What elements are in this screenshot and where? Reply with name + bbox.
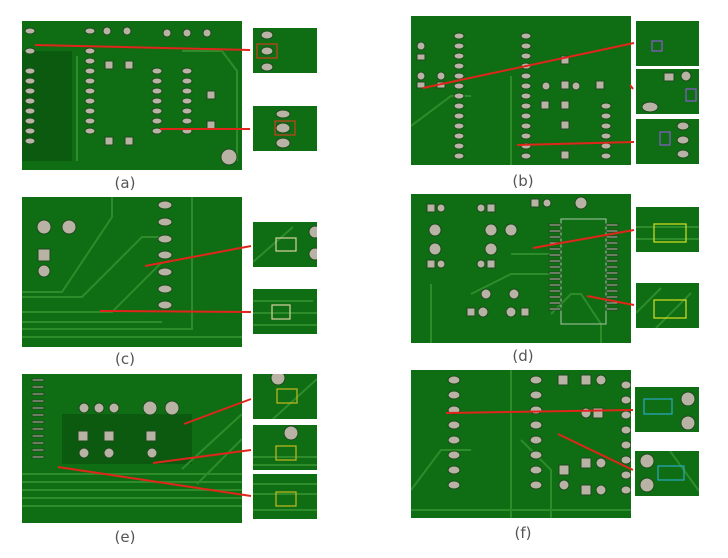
pcb-image-d [411, 194, 631, 343]
defect-box [653, 299, 687, 319]
defect-box [275, 491, 297, 507]
inset-d-1 [636, 207, 699, 252]
connector-pins [31, 378, 45, 459]
inset-f-1 [635, 387, 699, 432]
defect-box [685, 88, 697, 102]
defect-box [653, 223, 687, 243]
pcb-drawing-a [22, 26, 238, 166]
pcb-image-e [22, 374, 242, 523]
caption-c: (c) [115, 350, 135, 368]
defect-box [651, 40, 663, 52]
caption-a: (a) [114, 174, 136, 192]
caption-b: (b) [512, 172, 534, 190]
inset-b-3 [636, 119, 699, 164]
inset-a-2 [253, 106, 317, 151]
defect-box [275, 237, 297, 252]
pcb-image-a [22, 21, 242, 170]
inset-b-2 [636, 69, 699, 114]
defect-box [659, 131, 671, 146]
inset-a-1 [253, 28, 317, 73]
inset-c-1 [253, 222, 317, 267]
defect-box [274, 120, 296, 136]
inset-e-2 [253, 425, 317, 470]
inset-e-3 [253, 474, 317, 519]
caption-d: (d) [512, 347, 534, 365]
defect-box [256, 43, 278, 59]
caption-e: (e) [114, 528, 136, 546]
pcb-image-f [411, 370, 631, 518]
ic-pins [548, 223, 619, 311]
pcb-image-c [22, 197, 242, 347]
defect-box [657, 465, 685, 481]
defect-box [643, 398, 673, 415]
inset-b-1 [636, 21, 699, 66]
inset-d-2 [636, 283, 699, 328]
pcb-image-b [411, 16, 631, 165]
defect-box [271, 304, 291, 320]
defect-box [276, 388, 298, 404]
caption-f: (f) [514, 524, 532, 542]
pads-a [24, 26, 238, 166]
defect-box [275, 445, 297, 461]
inset-f-2 [635, 451, 699, 496]
inset-c-2 [253, 289, 317, 334]
inset-e-1 [253, 374, 317, 419]
